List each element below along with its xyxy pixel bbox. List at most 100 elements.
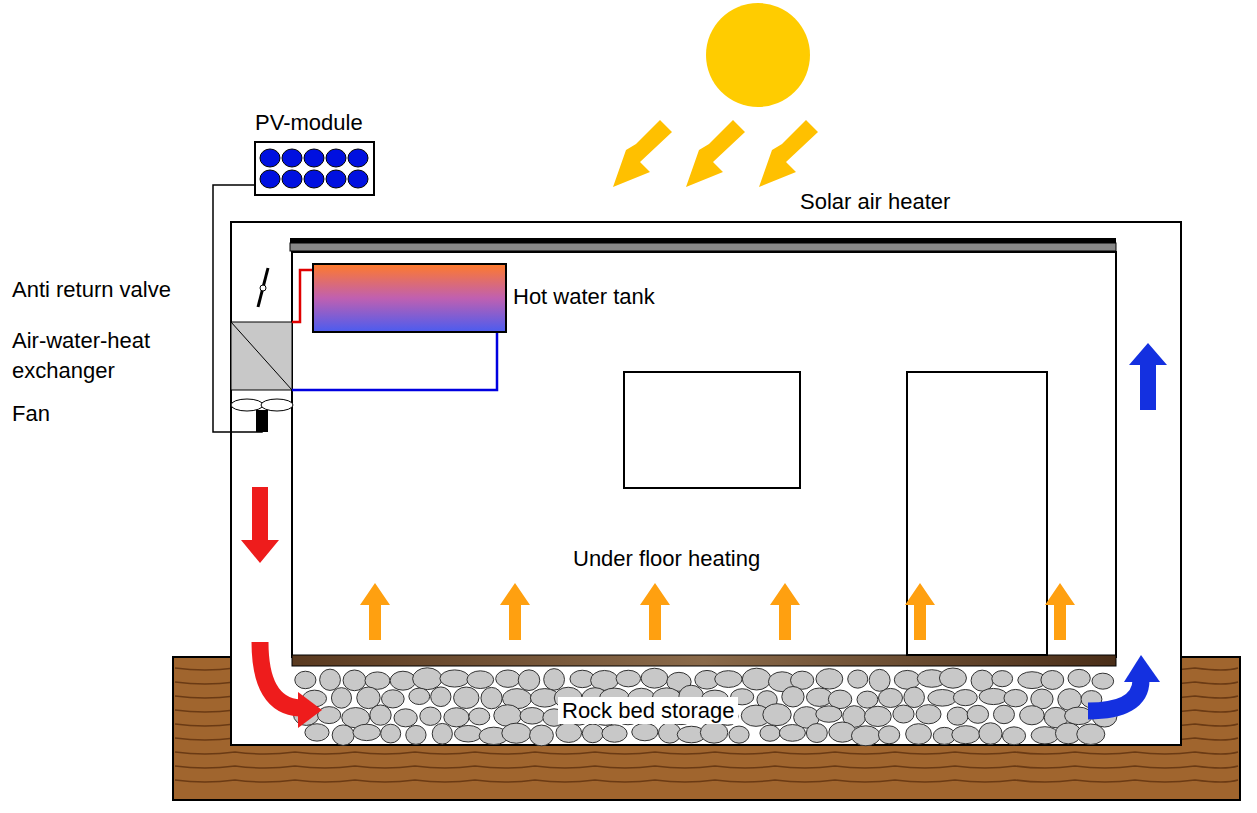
rock <box>1031 727 1059 744</box>
rock <box>556 723 582 743</box>
rock <box>939 668 966 688</box>
valve-pivot <box>260 285 266 291</box>
tank-box: Hot water tank <box>313 264 506 332</box>
rock <box>848 670 868 688</box>
rock <box>742 668 771 690</box>
rock <box>632 723 658 740</box>
pv-cell <box>282 149 302 167</box>
rock <box>390 671 416 690</box>
rock <box>530 725 554 746</box>
heat-arrow <box>905 583 935 640</box>
heat-arrow <box>640 583 670 640</box>
pv-cell <box>326 170 346 188</box>
floor-slab <box>292 655 1116 666</box>
rock <box>763 704 791 726</box>
rock <box>467 671 494 689</box>
pv-panel <box>255 142 374 195</box>
rock <box>343 670 366 691</box>
rock <box>953 690 977 706</box>
heat-exchanger-plate <box>231 322 292 390</box>
rock <box>893 705 914 723</box>
rock <box>979 688 1008 704</box>
rock <box>518 670 540 691</box>
rock <box>454 687 479 708</box>
rock <box>413 668 442 690</box>
rock <box>582 724 603 743</box>
rock <box>331 688 351 709</box>
rock <box>520 708 544 725</box>
zone-label: Rock bed storage <box>558 697 738 724</box>
rock <box>409 688 430 704</box>
rock <box>381 690 404 708</box>
rock <box>1077 724 1105 745</box>
rock <box>1092 673 1114 689</box>
rock <box>318 707 341 724</box>
node-label: PV-module <box>255 109 363 136</box>
sun-rays <box>613 120 818 187</box>
room <box>292 252 1116 657</box>
rock <box>431 687 451 707</box>
floor-heat-arrows <box>360 583 1075 640</box>
cool-air-arrowhead <box>1124 655 1160 682</box>
valve-flap <box>258 268 268 307</box>
rock <box>906 724 932 745</box>
rock <box>616 670 641 687</box>
grain-line <box>175 780 1238 782</box>
rock <box>952 726 980 744</box>
rock <box>806 724 827 743</box>
sun <box>706 3 810 107</box>
rock <box>394 709 417 727</box>
rock <box>979 723 1002 745</box>
fan-blade <box>261 399 293 411</box>
rock <box>432 723 452 744</box>
rock-bed <box>293 668 1116 746</box>
pv-cell <box>326 149 346 167</box>
rock <box>469 708 490 725</box>
collector-absorber <box>290 243 1116 251</box>
rock <box>992 671 1013 687</box>
rock <box>700 722 727 743</box>
pv-module-box: PV-module <box>255 142 374 195</box>
pv-cell <box>260 170 280 188</box>
rock <box>869 669 890 691</box>
heat-arrow <box>1045 583 1075 640</box>
rock <box>295 671 316 688</box>
part-label: Fan <box>12 400 50 427</box>
pv-cells <box>260 149 368 188</box>
rock <box>381 724 401 743</box>
rock <box>729 726 749 743</box>
rock <box>444 708 469 727</box>
fan-motor <box>256 410 268 432</box>
pv-cell <box>304 170 324 188</box>
door <box>907 372 1047 655</box>
rock <box>782 687 804 707</box>
rock <box>420 707 441 725</box>
grain-line <box>175 752 1238 754</box>
rock <box>851 726 880 746</box>
rock <box>332 725 354 745</box>
rock <box>481 687 502 708</box>
heat-exchanger <box>231 322 292 390</box>
rock <box>916 705 941 724</box>
house-shell <box>231 222 1181 745</box>
rock <box>878 688 902 707</box>
rock <box>641 668 668 688</box>
rock <box>370 705 391 725</box>
rock <box>320 669 341 690</box>
part-label: Solar air heater <box>800 188 950 215</box>
rock <box>406 725 426 744</box>
part-label: Air-water-heat exchanger <box>12 326 192 386</box>
tank-body <box>313 264 506 332</box>
rock <box>1041 671 1064 690</box>
hot-air-arrow <box>260 642 300 708</box>
rock <box>353 724 381 740</box>
rock <box>928 690 957 707</box>
rock <box>816 669 843 689</box>
heat-arrow <box>770 583 800 640</box>
rock <box>779 725 805 742</box>
grain-line <box>175 766 1238 768</box>
node-label: Hot water tank <box>513 283 655 310</box>
rock <box>816 706 842 722</box>
cold-pipe <box>292 332 497 390</box>
